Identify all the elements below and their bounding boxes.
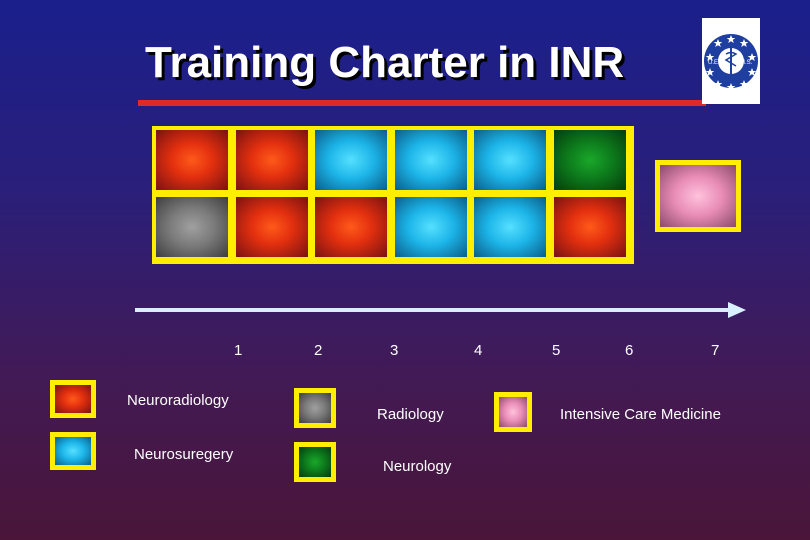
grid-cell-blue bbox=[394, 197, 467, 257]
timeline-tick-2: 2 bbox=[314, 342, 323, 359]
legend-swatch-fill bbox=[55, 385, 91, 413]
legend-swatch-fill bbox=[499, 397, 527, 427]
grid-cell-blue bbox=[315, 130, 387, 190]
legend-swatch-fill bbox=[299, 447, 331, 477]
logo-text-right: M.S. bbox=[740, 60, 753, 66]
grid-cell-red bbox=[235, 130, 308, 190]
grid-cell-blue bbox=[474, 197, 546, 257]
timeline-arrow-line bbox=[135, 308, 731, 312]
grid-cell-red bbox=[235, 197, 308, 257]
grid-cell-red bbox=[156, 130, 228, 190]
logo-text-left: U.E. bbox=[708, 60, 720, 66]
legend-swatch-neurosurgery bbox=[50, 432, 96, 470]
grid-cell-blue bbox=[394, 130, 467, 190]
title-underline bbox=[138, 100, 706, 106]
grid-cell-green bbox=[553, 130, 626, 190]
timeline-tick-7: 7 bbox=[711, 342, 720, 359]
timeline-tick-6: 6 bbox=[625, 342, 634, 359]
legend-swatch-radiology bbox=[294, 388, 336, 428]
uems-star-circle-icon: U.E. M.S. bbox=[704, 34, 758, 91]
legend-swatch-intensive-care bbox=[494, 392, 532, 432]
legend-swatch-fill bbox=[55, 437, 91, 465]
slide-title: Training Charter in INR bbox=[145, 38, 625, 87]
timeline-tick-4: 4 bbox=[474, 342, 483, 359]
timeline-tick-3: 3 bbox=[390, 342, 399, 359]
legend-label-neuroradiology: Neuroradiology bbox=[127, 392, 229, 409]
legend-label-intensive-care: Intensive Care Medicine bbox=[560, 406, 721, 423]
legend-swatch-fill bbox=[299, 393, 331, 423]
grid-cell-red bbox=[553, 197, 626, 257]
grid-cell-red bbox=[315, 197, 387, 257]
grid-cell-gray bbox=[156, 197, 228, 257]
timeline-tick-5: 5 bbox=[552, 342, 561, 359]
extra-square-fill bbox=[660, 165, 736, 227]
training-grid bbox=[152, 126, 634, 264]
extra-square-pink bbox=[655, 160, 741, 232]
legend-label-radiology: Radiology bbox=[377, 406, 444, 423]
legend-swatch-neurology bbox=[294, 442, 336, 482]
legend-label-neurology: Neurology bbox=[383, 458, 452, 475]
timeline-tick-1: 1 bbox=[234, 342, 243, 359]
uems-logo: U.E. M.S. bbox=[702, 18, 760, 104]
timeline-arrowhead-icon bbox=[728, 302, 746, 318]
grid-cell-blue bbox=[474, 130, 546, 190]
legend-label-neurosurgery: Neurosuregery bbox=[134, 446, 234, 463]
legend-swatch-neuroradiology bbox=[50, 380, 96, 418]
